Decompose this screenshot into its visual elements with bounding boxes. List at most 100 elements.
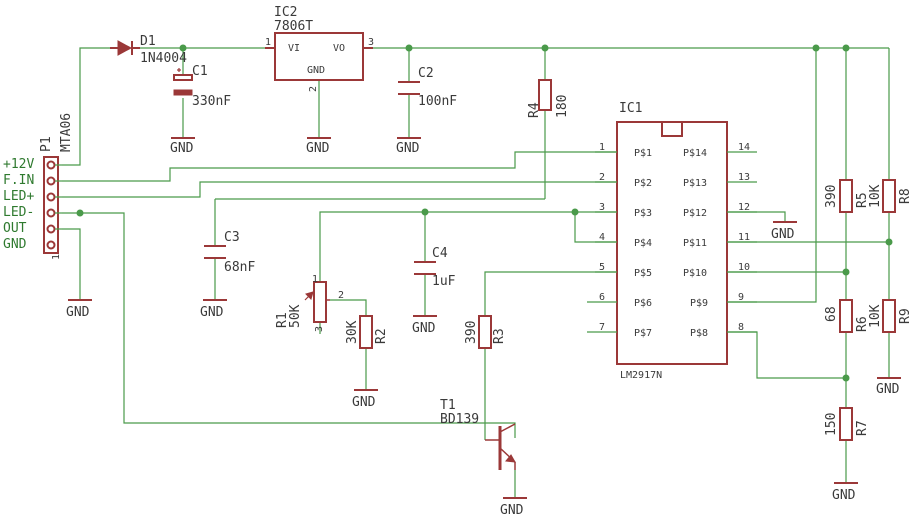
connector-p1: P1 MTA06 1 +12V F.IN LED+ LED- OUT GND — [3, 113, 74, 260]
ic2-vo-label: VO — [333, 43, 345, 54]
r2-name: R2 — [374, 328, 389, 344]
ic2-pin-number: 2 — [308, 86, 319, 92]
r3-value: 390 — [464, 321, 479, 344]
ic1-pin-number: 12 — [738, 202, 750, 213]
gnd-label: GND — [306, 141, 330, 156]
ic1-pin-number: 9 — [738, 292, 744, 303]
ic1-pin-label: P$12 — [683, 208, 707, 219]
gnd-label: GND — [200, 305, 224, 320]
resistor-r9: 10K R9 — [868, 299, 913, 333]
ic1-pin-number: 10 — [738, 262, 750, 273]
c4-value: 1uF — [432, 274, 456, 289]
gnd-labels: GND GND GND GND GND GND GND GND GND GND … — [66, 141, 900, 518]
ic1-pin-number: 13 — [738, 172, 750, 183]
r9-name: R9 — [898, 308, 913, 324]
resistor-r6: 68 R6 — [824, 299, 870, 333]
r1-pin-number: 3 — [314, 326, 325, 332]
ic1-pin-label: P$7 — [634, 328, 652, 339]
c3-name: C3 — [224, 230, 240, 245]
resistor-r8: 10K R8 — [868, 179, 913, 213]
ic2-gnd-label: GND — [307, 65, 325, 76]
ic1-pin-number: 8 — [738, 322, 744, 333]
gnd-label: GND — [396, 141, 420, 156]
ic1-pin-label: P$3 — [634, 208, 652, 219]
ic1-pin-number: 14 — [738, 142, 750, 153]
gnd-label: GND — [876, 382, 900, 397]
transistor-t1: T1 BD139 — [440, 398, 516, 470]
resistor-r3: 390 R3 — [464, 315, 507, 349]
r2-value: 30K — [345, 320, 360, 344]
p1-name: P1 — [39, 136, 54, 152]
p1-pin-label: LED- — [3, 205, 34, 220]
gnd-label: GND — [832, 488, 856, 503]
r1-pin-number: 2 — [338, 290, 344, 301]
ic2-pin-number: 3 — [368, 37, 374, 48]
d1-name: D1 — [140, 34, 156, 49]
r5-name: R5 — [855, 192, 870, 208]
capacitor-c2: C2 100nF — [398, 66, 457, 109]
p1-pin-label: OUT — [3, 221, 27, 236]
c1-value: 330nF — [192, 94, 231, 109]
c2-name: C2 — [418, 66, 434, 81]
ic1-pin-number: 1 — [599, 142, 605, 153]
capacitor-c1: C1 330nF — [173, 64, 231, 109]
c4-name: C4 — [432, 246, 448, 261]
r7-name: R7 — [855, 420, 870, 436]
ic1-lm2917n: IC1 LM2917N 1 2 3 4 5 6 7 P$1 P$2 P$3 P$… — [587, 101, 757, 381]
r7-value: 150 — [824, 413, 839, 436]
c1-name: C1 — [192, 64, 208, 79]
resistor-r7: 150 R7 — [824, 407, 870, 441]
gnd-label: GND — [412, 321, 436, 336]
ic1-pin-label: P$5 — [634, 268, 652, 279]
ic1-pin-number: 6 — [599, 292, 605, 303]
p1-pin1-number: 1 — [51, 254, 62, 260]
ic2-value: 7806T — [274, 19, 313, 34]
resistor-r5: 390 R5 — [824, 179, 870, 213]
ic2-pin-number: 1 — [265, 37, 271, 48]
ic2-vi-label: VI — [288, 43, 300, 54]
ic1-pin-number: 2 — [599, 172, 605, 183]
gnd-label: GND — [170, 141, 194, 156]
resistor-r4: R4 180 — [527, 79, 570, 118]
r6-value: 68 — [824, 306, 839, 322]
r1-value: 50K — [288, 304, 303, 328]
r8-name: R8 — [898, 188, 913, 204]
gnd-label: GND — [352, 395, 376, 410]
p1-pin-label: LED+ — [3, 189, 34, 204]
ic1-name: IC1 — [619, 101, 642, 116]
r4-name: R4 — [527, 102, 542, 118]
ic1-pin-label: P$8 — [690, 328, 708, 339]
ic1-pin-number: 3 — [599, 202, 605, 213]
p1-pin-label: GND — [3, 237, 27, 252]
ic1-pin-label: P$9 — [690, 298, 708, 309]
ic1-pin-label: P$1 — [634, 148, 652, 159]
ic1-pin-number: 7 — [599, 322, 605, 333]
r6-name: R6 — [855, 316, 870, 332]
c2-value: 100nF — [418, 94, 457, 109]
d1-value: 1N4004 — [140, 51, 187, 66]
t1-name: T1 — [440, 398, 456, 413]
p1-pin-label: +12V — [3, 157, 34, 172]
r4-value: 180 — [555, 95, 570, 118]
gnd-label: GND — [500, 503, 524, 518]
ic1-pin-label: P$10 — [683, 268, 707, 279]
c3-value: 68nF — [224, 260, 255, 275]
r1-pin-number: 1 — [312, 274, 318, 285]
potentiometer-r1: 1 2 3 R1 50K — [275, 274, 344, 332]
r1-name: R1 — [275, 312, 290, 328]
capacitor-c3: C3 68nF — [204, 230, 255, 275]
ic1-pin-label: P$4 — [634, 238, 652, 249]
gnd-label: GND — [66, 305, 90, 320]
junctions — [76, 44, 893, 382]
ic1-pin-number: 11 — [738, 232, 750, 243]
ic1-pin-label: P$6 — [634, 298, 652, 309]
ic1-pin-label: P$14 — [683, 148, 707, 159]
ic1-pin-label: P$11 — [683, 238, 707, 249]
gnd-symbols — [68, 137, 901, 499]
gnd-label: GND — [771, 227, 795, 242]
r5-value: 390 — [824, 185, 839, 208]
r8-value: 10K — [868, 184, 883, 208]
t1-value: BD139 — [440, 412, 479, 427]
